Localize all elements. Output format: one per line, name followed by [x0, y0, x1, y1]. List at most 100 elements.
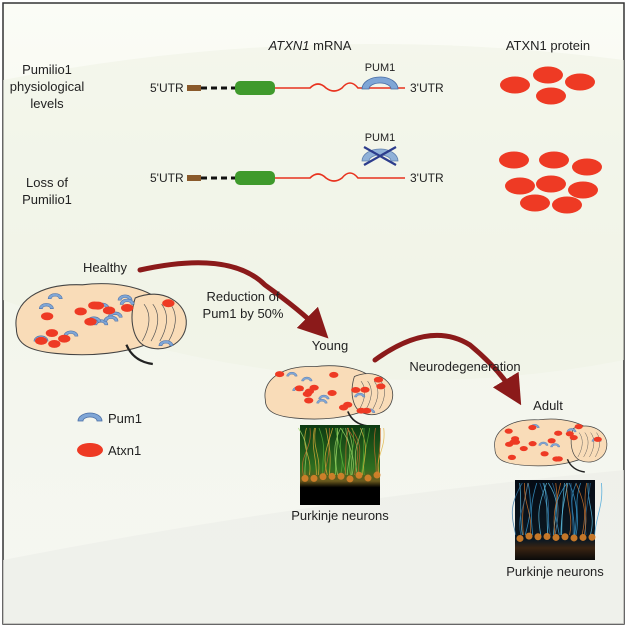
brain-atxn1-dot [507, 454, 516, 461]
dendrite-stroke [349, 427, 354, 476]
brain-atxn1-dot [304, 397, 314, 404]
brain-atxn1-dot [58, 334, 71, 343]
mrna-title: ATXN1 mRNA [268, 38, 352, 53]
atxn1-protein-blob [505, 177, 535, 195]
dendrite-stroke [301, 427, 311, 476]
cerebellar-folium [168, 303, 176, 342]
brain-atxn1-dot [40, 312, 54, 321]
utr3-label: 3'UTR [410, 171, 444, 185]
utr5-label: 5'UTR [150, 81, 184, 95]
legend-atxn1-icon [77, 443, 103, 457]
transition-reduction-line2: Pum1 by 50% [203, 306, 284, 321]
transition-neurodegeneration: Neurodegeneration [409, 359, 520, 374]
condition-label-line: Pumilio1 [22, 192, 72, 207]
dendrite-stroke [538, 482, 548, 536]
atxn1-protein-blob [520, 194, 550, 212]
brain-atxn1-dot [102, 306, 116, 315]
brain-atxn1-dot [554, 430, 563, 436]
brain-atxn1-dot [569, 434, 578, 441]
purkinje-soma [579, 533, 587, 541]
atxn1-protein-blob [533, 66, 563, 84]
dendrite-stroke [347, 427, 353, 476]
purkinje-soma [319, 473, 327, 481]
dendrite-stroke [570, 482, 574, 536]
dendrite-stroke [594, 482, 603, 536]
purkinje-soma [328, 472, 336, 480]
dendrite-stroke [346, 427, 359, 476]
transition-reduction-line1: Reduction of [207, 289, 280, 304]
dendrite-stroke [373, 427, 377, 476]
arrow-healthy-to-young [137, 260, 329, 339]
brain-atxn1-dot [528, 424, 537, 431]
dendrite-stroke [583, 482, 588, 536]
dendrite-stroke [519, 482, 523, 536]
brain-atxn1-dot [519, 445, 528, 452]
brain-atxn1-dot [376, 383, 386, 390]
purkinje-soma [570, 534, 578, 542]
dendrite-stroke [304, 427, 311, 476]
brain-atxn1-dot [338, 404, 349, 411]
brain-atxn1-dot [84, 317, 97, 326]
purkinje-soma [525, 532, 533, 540]
coding-sequence [235, 171, 275, 185]
purkinje-soma [355, 471, 363, 479]
dendrite-stroke [360, 427, 365, 476]
brain-atxn1-dot [91, 301, 105, 310]
brain-atxn1-dot [351, 386, 361, 393]
dendrite-stroke [553, 482, 562, 536]
cerebellar-folium [141, 303, 150, 342]
cerebellar-folium [595, 432, 600, 458]
atxn1-protein-blob [572, 158, 602, 176]
brain-atxn1-dot [162, 299, 175, 308]
dendrite-stroke [325, 427, 331, 476]
dendrite-stroke [323, 427, 330, 476]
legend-pum1-label: Pum1 [108, 411, 142, 426]
pum1-label: PUM1 [365, 62, 396, 74]
atxn1-protein-blob [500, 76, 530, 94]
brain-pum1-icon [47, 293, 63, 300]
dendrite-stroke [575, 482, 586, 536]
arrow-young-to-adult [372, 332, 522, 406]
brain-atxn1-dot [593, 436, 602, 442]
dendrite-stroke [575, 482, 581, 536]
brain-atxn1-dot [327, 390, 337, 396]
brain-adult [494, 418, 608, 473]
protein-title: ATXN1 protein [506, 38, 590, 53]
brain-pum1-icon [566, 428, 577, 433]
background-lower-band [3, 470, 624, 624]
brain-young [264, 365, 394, 427]
legend: Pum1 Atxn1 [77, 411, 142, 458]
dendrite-stroke [511, 482, 523, 536]
brain-atxn1-dot [309, 384, 319, 391]
brain-atxn1-dot [373, 376, 384, 383]
purkinje-soma [373, 471, 381, 479]
condition-label-line: levels [30, 96, 64, 111]
coding-sequence [235, 81, 275, 95]
brain-pum1-icon [63, 330, 79, 337]
dendrite-stroke [524, 482, 531, 536]
legend-atxn1-label: Atxn1 [108, 443, 141, 458]
utr5-block [187, 175, 201, 181]
dendrite-stroke [524, 482, 532, 536]
dendrite-stroke [584, 482, 591, 536]
purkinje-soma [561, 533, 569, 541]
purkinje-soma [552, 533, 560, 541]
dendrite-stroke [552, 482, 559, 536]
dendrite-stroke [354, 427, 364, 476]
purkinje-soma [516, 534, 524, 542]
brain-pum1-icon [318, 394, 330, 400]
cerebellar-folium [589, 432, 595, 458]
dendrite-stroke [547, 482, 557, 536]
cross-out-stroke [363, 146, 397, 166]
brain-pum1-icon [119, 298, 135, 305]
cerebellar-folium [577, 432, 583, 458]
brain-atxn1-dot [509, 439, 518, 445]
brain-pum1-icon [103, 315, 119, 322]
brain-pum1-icon [158, 340, 174, 347]
condition-label-line: Loss of [26, 175, 68, 190]
dendrite-stroke [560, 482, 569, 536]
micrograph-adult [511, 480, 603, 560]
pum1-bound-icon [361, 76, 399, 90]
